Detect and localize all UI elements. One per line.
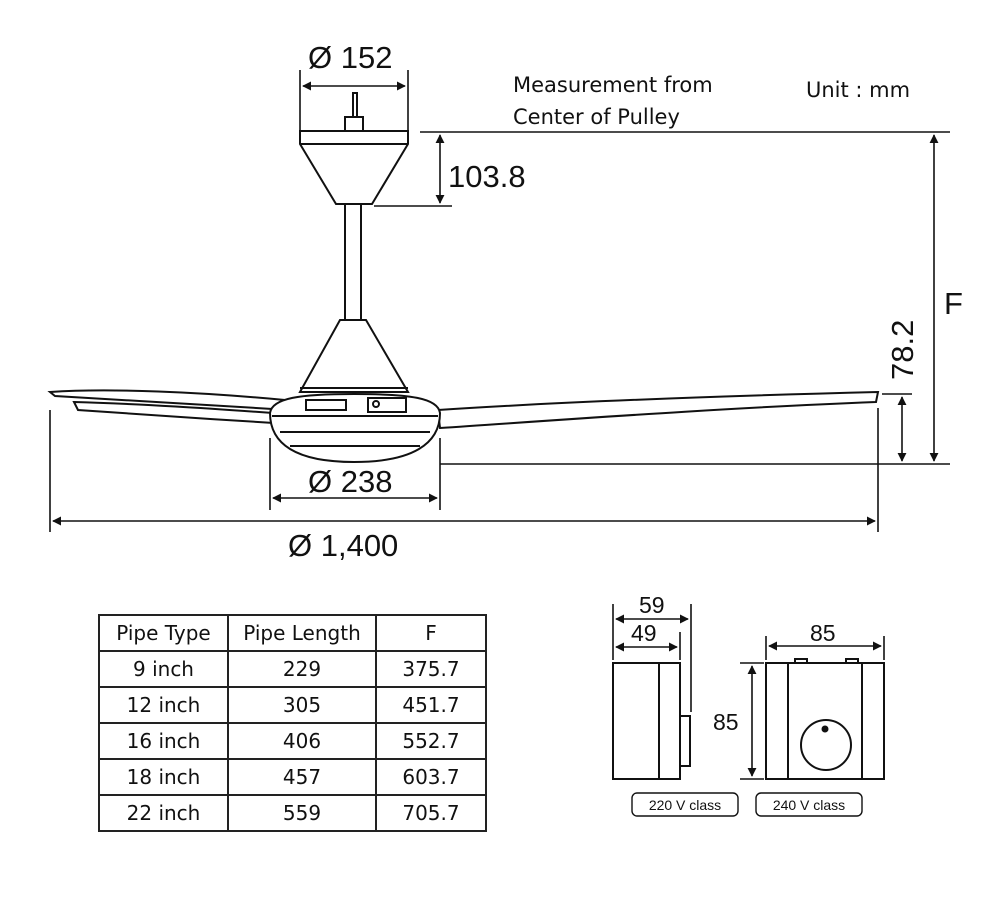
pipe-length-table: Pipe Type Pipe Length F 9 inch 229 375.7… [98, 614, 487, 832]
header-f: F [375, 614, 487, 652]
blade-span-label: Ø 1,400 [288, 528, 398, 563]
table-row: 18 inch 457 603.7 [98, 758, 487, 796]
motor-diameter-label: Ø 238 [308, 464, 392, 499]
motor-housing [268, 392, 442, 464]
canopy-height-label: 103.8 [448, 159, 526, 194]
box240-class-badge [755, 792, 863, 817]
cell-pipe-length: 229 [227, 650, 377, 688]
switch-box-240v [765, 658, 885, 780]
cell-pipe-length: 559 [227, 794, 377, 832]
cell-pipe-type: 22 inch [98, 794, 229, 832]
box220-class-badge [631, 792, 739, 817]
box240-height-label: 85 [713, 709, 739, 735]
knob-icon [800, 719, 852, 771]
cell-pipe-type: 18 inch [98, 758, 229, 796]
hanger-nut [344, 116, 364, 132]
unit-note: Unit : mm [806, 78, 910, 102]
table-row: 9 inch 229 375.7 [98, 650, 487, 688]
measurement-note-line1: Measurement from [513, 73, 713, 97]
ceiling-fan [47, 92, 880, 464]
cell-pipe-type: 16 inch [98, 722, 229, 760]
header-pipe-length: Pipe Length [227, 614, 377, 652]
right-blade [436, 390, 880, 430]
dimension-lines [49, 70, 950, 532]
canopy [299, 130, 409, 205]
cell-f: 552.7 [375, 722, 487, 760]
f-dimension-label: F [944, 286, 963, 321]
down-rod [344, 203, 362, 321]
cell-f: 451.7 [375, 686, 487, 724]
header-pipe-type: Pipe Type [98, 614, 229, 652]
cell-pipe-type: 12 inch [98, 686, 229, 724]
table-header-row: Pipe Type Pipe Length F [98, 614, 487, 652]
cell-f: 603.7 [375, 758, 487, 796]
motor-height-label: 78.2 [885, 320, 920, 380]
switch-box-220v [612, 662, 691, 780]
cell-pipe-length: 305 [227, 686, 377, 724]
box240-width-label: 85 [810, 620, 836, 646]
table-row: 12 inch 305 451.7 [98, 686, 487, 724]
cell-pipe-type: 9 inch [98, 650, 229, 688]
table-row: 22 inch 559 705.7 [98, 794, 487, 832]
box240-dimension-lines [740, 636, 885, 780]
cell-f: 375.7 [375, 650, 487, 688]
table-row: 16 inch 406 552.7 [98, 722, 487, 760]
cell-f: 705.7 [375, 794, 487, 832]
cell-pipe-length: 457 [227, 758, 377, 796]
measurement-note-line2: Center of Pulley [513, 105, 680, 129]
box240-class-label: 240 V class [773, 797, 845, 813]
box220-class-label: 220 V class [649, 797, 721, 813]
box220-inner-width-label: 49 [631, 620, 657, 646]
motor-cone [298, 319, 410, 393]
box220-outer-width-label: 59 [639, 592, 665, 618]
box220-dimension-lines [612, 604, 692, 712]
hanger-pin [352, 92, 358, 118]
cell-pipe-length: 406 [227, 722, 377, 760]
top-diameter-label: Ø 152 [308, 40, 392, 75]
